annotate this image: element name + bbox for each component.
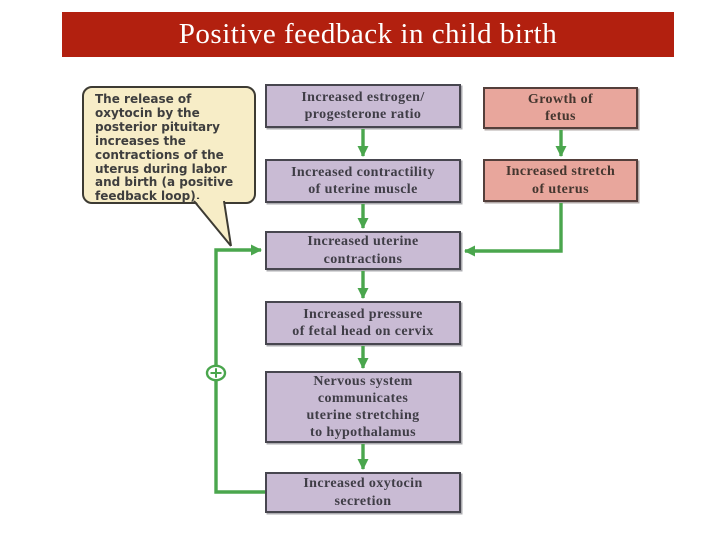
flow-box-label: Increased estrogen/ progesterone ratio [301, 89, 425, 122]
flow-box-oxytocin-secretion: Increased oxytocin secretion [265, 472, 461, 513]
flow-box-label: Growth of fetus [527, 91, 594, 124]
positive-feedback-plus-icon [205, 364, 227, 382]
callout-tail [193, 199, 232, 247]
flow-box-stretch-of-uterus: Increased stretch of uterus [483, 159, 638, 202]
flow-box-growth-of-fetus: Growth of fetus [483, 87, 638, 129]
flow-box-label: Increased contractility of uterine muscl… [291, 164, 435, 197]
flow-box-increased-contractility: Increased contractility of uterine muscl… [265, 159, 461, 203]
flow-box-estrogen-progesterone-ratio: Increased estrogen/ progesterone ratio [265, 84, 461, 128]
flow-box-label: Nervous system communicates uterine stre… [306, 373, 420, 441]
flow-box-pressure-on-cervix: Increased pressure of fetal head on cerv… [265, 301, 461, 345]
arrow-feedback-loop [214, 244, 265, 494]
slide-title-bar: Positive feedback in child birth [62, 12, 674, 57]
oxytocin-callout-bubble: The release of oxytocin by the posterior… [82, 86, 256, 204]
flow-box-label: Increased oxytocin secretion [303, 476, 423, 509]
flow-box-label: Increased pressure of fetal head on cerv… [292, 306, 434, 339]
flow-box-label: Increased stretch of uterus [505, 164, 616, 197]
flow-box-label: Increased uterine contractions [307, 234, 419, 267]
flow-box-uterine-contractions: Increased uterine contractions [265, 231, 461, 270]
slide-title: Positive feedback in child birth [178, 18, 558, 50]
arrow-stretch-to-contractions [464, 203, 563, 257]
flow-box-nervous-system: Nervous system communicates uterine stre… [265, 371, 461, 443]
